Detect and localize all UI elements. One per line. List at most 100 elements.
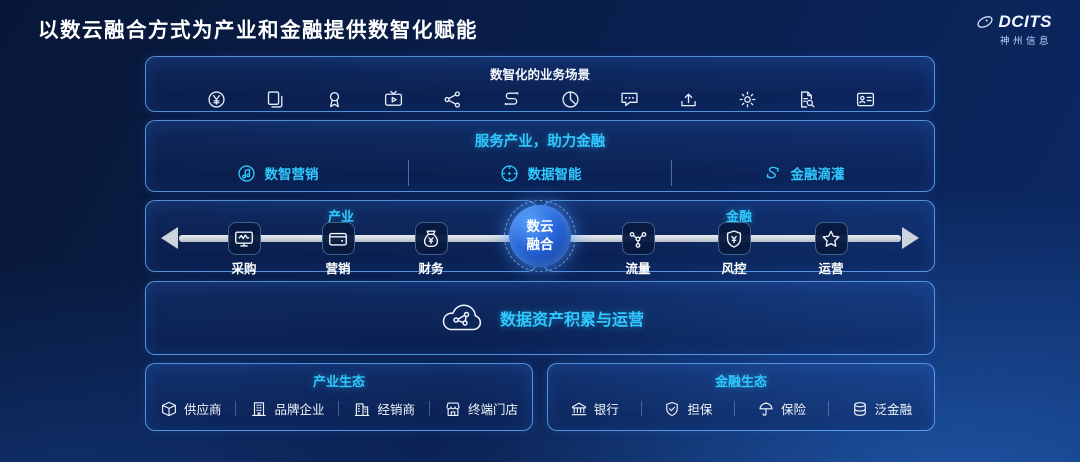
divider xyxy=(338,401,340,416)
industry-flow-title: 产业 xyxy=(327,209,354,224)
industry-ecosystem-title: 产业生态 xyxy=(312,374,365,389)
finance-ecosystem-panel: 金融生态 银行 担保 保险 泛金融 xyxy=(547,363,935,431)
flow-node-label: 营销 xyxy=(325,262,351,276)
service-item-label: 数据智能 xyxy=(527,167,582,182)
shield-yen-icon xyxy=(723,228,745,250)
star-icon xyxy=(820,228,842,250)
fusion-line1: 数云 xyxy=(526,219,554,235)
fusion-line2: 融合 xyxy=(526,237,554,252)
divider xyxy=(235,401,237,416)
cloud-network-icon xyxy=(436,301,486,335)
service-item-finance-irrigation: 金融滴灌 xyxy=(762,163,845,184)
arrow-left-icon xyxy=(161,227,178,249)
eco-item-label: 终端门店 xyxy=(467,403,518,417)
coins-icon xyxy=(851,400,869,418)
documents-icon xyxy=(265,89,286,110)
scenarios-title: 数智化的业务场景 xyxy=(489,68,590,82)
divider xyxy=(671,160,672,186)
logo-subtitle: 神州信息 xyxy=(999,36,1052,47)
eco-item-bank: 银行 xyxy=(570,399,619,418)
id-card-icon xyxy=(855,89,876,110)
scenarios-panel: 数智化的业务场景 xyxy=(145,56,935,112)
monitor-icon xyxy=(233,228,255,250)
flow-node-finance-dept: 财务 xyxy=(398,222,464,277)
arrow-right-icon xyxy=(902,227,919,249)
bank-icon xyxy=(570,400,588,418)
flow-node-procurement: 采购 xyxy=(211,222,277,277)
industry-flow-panel: 产业 采购 营销 财务 xyxy=(145,200,537,276)
divider xyxy=(640,401,642,416)
flow-node-label: 运营 xyxy=(818,262,844,276)
gear-icon xyxy=(737,89,758,110)
money-bag-icon xyxy=(420,228,442,250)
service-item-label: 金融滴灌 xyxy=(790,167,845,182)
divider xyxy=(428,401,430,416)
services-panel: 服务产业，助力金融 数智营销 数据智能 金融滴灌 xyxy=(145,120,935,192)
data-asset-title: 数据资产积累与运营 xyxy=(499,312,644,329)
industry-ecosystem-row: 供应商 品牌企业 经销商 终端门店 xyxy=(146,399,532,418)
shield-check-icon xyxy=(663,400,681,418)
logo: DCITS 神州信息 xyxy=(975,12,1053,47)
data-flow-icon xyxy=(501,89,522,110)
storefront-icon xyxy=(444,400,462,418)
flow-node-traffic: 流量 xyxy=(605,222,671,277)
finance-yen-icon xyxy=(206,89,227,110)
industry-ecosystem-panel: 产业生态 供应商 品牌企业 经销商 终端门店 xyxy=(145,363,533,431)
eco-item-label: 保险 xyxy=(781,403,807,417)
divider xyxy=(408,160,409,186)
flow-node-risk-control: 风控 xyxy=(701,222,767,277)
medal-icon xyxy=(324,89,345,110)
service-item-label: 数智营销 xyxy=(264,167,319,182)
data-cloud-fusion-badge: 数云 融合 xyxy=(504,200,576,272)
box-icon xyxy=(160,400,178,418)
video-icon xyxy=(383,89,404,110)
services-row: 数智营销 数据智能 金融滴灌 xyxy=(146,160,934,186)
eco-item-supplier: 供应商 xyxy=(160,399,222,418)
wallet-icon xyxy=(327,228,349,250)
eco-item-terminal-store: 终端门店 xyxy=(444,399,518,418)
eco-item-label: 担保 xyxy=(687,403,713,417)
service-item-marketing: 数智营销 xyxy=(236,163,319,184)
share-network-icon xyxy=(442,89,463,110)
eco-item-pan-finance: 泛金融 xyxy=(851,399,913,418)
finance-flow-title: 金融 xyxy=(725,209,752,224)
finance-irrigation-icon xyxy=(762,163,783,184)
divider xyxy=(734,401,736,416)
flow-node-marketing: 营销 xyxy=(305,222,371,277)
eco-item-label: 经销商 xyxy=(377,403,415,417)
service-item-data-intelligence: 数据智能 xyxy=(499,163,582,184)
divider xyxy=(827,401,829,416)
industry-arrow xyxy=(179,235,532,242)
file-search-icon xyxy=(796,89,817,110)
logo-brand: DCITS xyxy=(998,12,1052,31)
eco-item-insurance: 保险 xyxy=(757,399,806,418)
building-icon xyxy=(250,400,268,418)
upload-icon xyxy=(678,89,699,110)
eco-item-label: 银行 xyxy=(593,403,619,417)
finance-ecosystem-row: 银行 担保 保险 泛金融 xyxy=(548,399,934,418)
scenarios-icon-row xyxy=(146,83,934,110)
flow-node-label: 采购 xyxy=(231,262,257,276)
finance-flow-panel: 金融 流量 风控 运营 xyxy=(543,200,935,276)
flow-node-operations: 运营 xyxy=(798,222,864,277)
finance-ecosystem-title: 金融生态 xyxy=(714,374,767,389)
data-intelligence-icon xyxy=(499,163,520,184)
eco-item-guarantee: 担保 xyxy=(663,399,712,418)
flow-node-label: 财务 xyxy=(418,262,444,276)
eco-item-label: 品牌企业 xyxy=(274,403,325,417)
services-title: 服务产业，助力金融 xyxy=(474,134,606,150)
network-icon xyxy=(627,228,649,250)
umbrella-icon xyxy=(757,400,775,418)
data-asset-panel: 数据资产积累与运营 xyxy=(145,281,935,355)
chat-icon xyxy=(619,89,640,110)
dcits-swoosh-icon xyxy=(975,12,995,32)
distributor-icon xyxy=(353,400,371,418)
eco-item-label: 供应商 xyxy=(183,403,222,417)
eco-item-label: 泛金融 xyxy=(874,403,913,417)
flow-node-label: 风控 xyxy=(721,262,747,276)
smart-marketing-icon xyxy=(236,163,257,184)
eco-item-brand-enterprise: 品牌企业 xyxy=(250,399,324,418)
page-title: 以数云融合方式为产业和金融提供数智化赋能 xyxy=(38,19,478,42)
eco-item-distributor: 经销商 xyxy=(353,399,415,418)
